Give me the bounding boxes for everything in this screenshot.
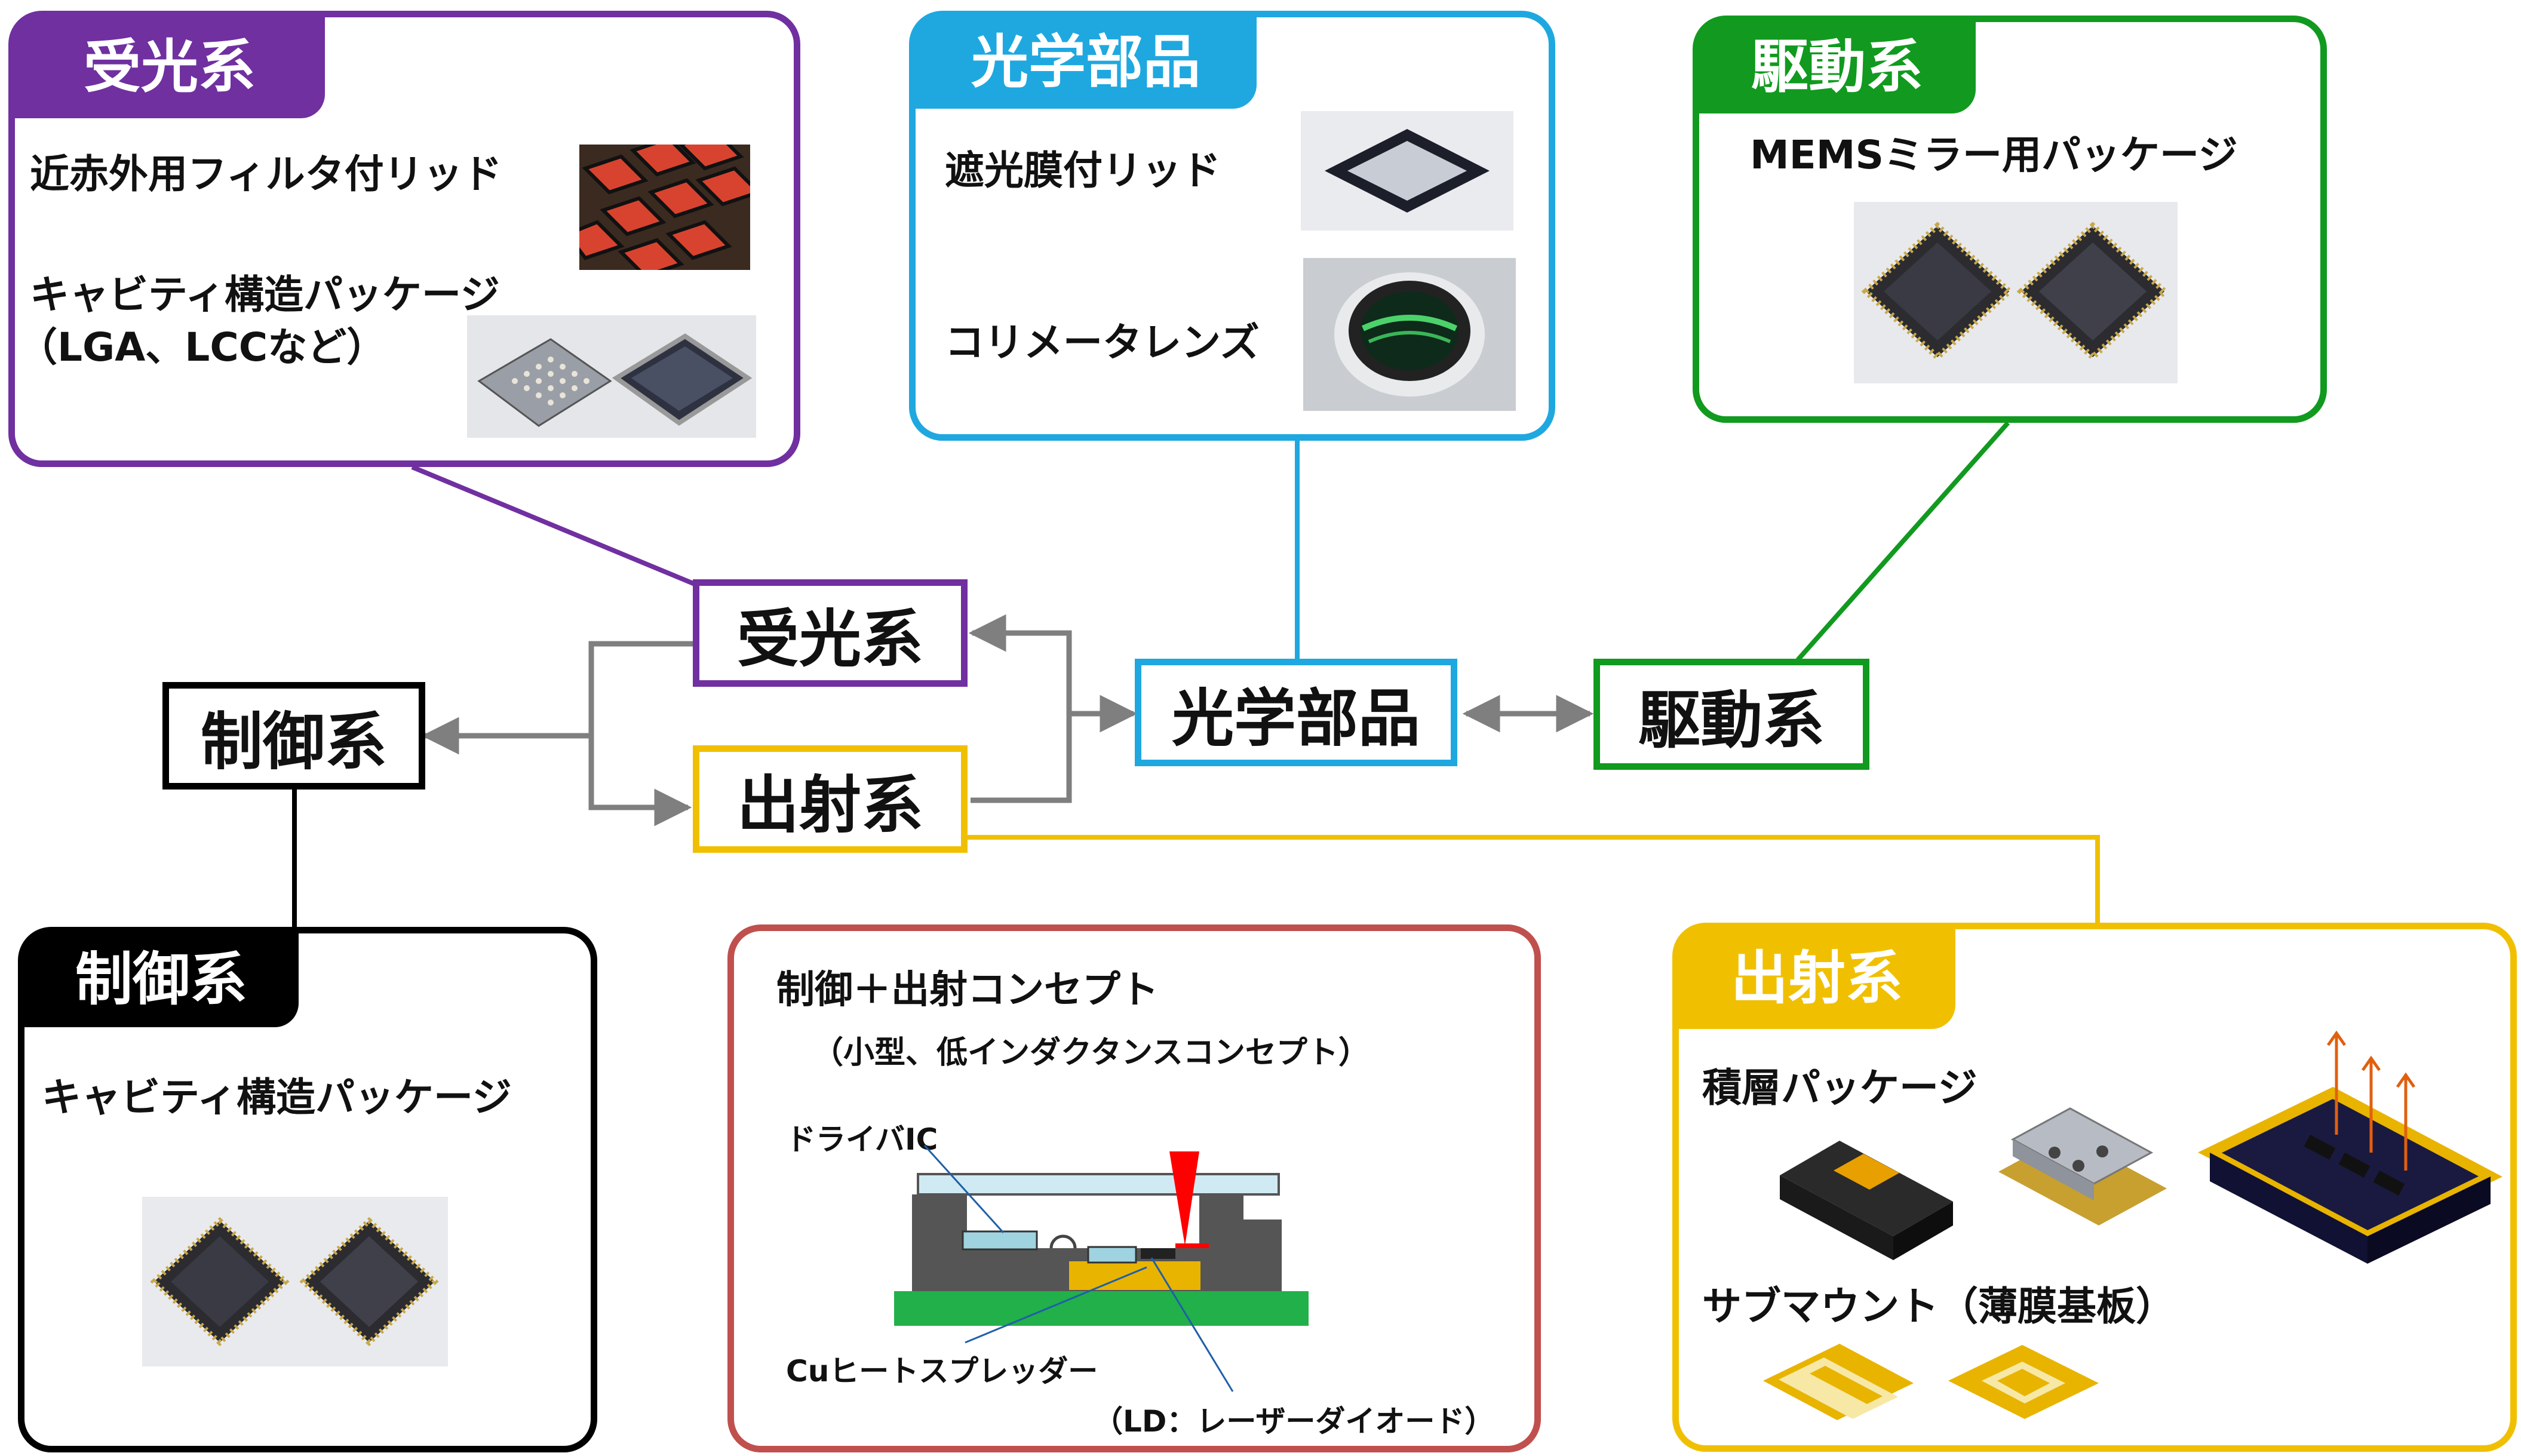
stacked-package-dark-image: [1780, 1141, 1953, 1260]
node-emit: 出射系: [693, 745, 968, 853]
node-receive: 受光系: [693, 579, 968, 687]
nir-filter-lid-image: [579, 145, 750, 270]
optics-item-shading-lid: 遮光膜付リッド: [945, 148, 1221, 193]
arrow-emit-to-optics: [971, 695, 1138, 803]
receive-item-cavity-package: キャビティ構造パッケージ: [30, 272, 500, 318]
node-control: 制御系: [162, 682, 425, 790]
stacked-package-metal-image: [1998, 1107, 2167, 1225]
arrow-to-emit: [588, 736, 692, 827]
cavity-package-lga-image: [467, 315, 756, 438]
emitter-package-arrows-image: [2198, 1030, 2502, 1264]
mems-package-image: [1854, 202, 2178, 383]
emit-item-stacked-package: 積層パッケージ: [1702, 1065, 1978, 1111]
drive-item-mems-package: MEMSミラー用パッケージ: [1750, 132, 2238, 178]
arrow-optics-to-receive: [968, 614, 1072, 714]
emit-item-submount: サブマウント（薄膜基板）: [1702, 1283, 2175, 1329]
concept-label-driver-ic: ドライバIC: [786, 1122, 938, 1157]
control-item-cavity-package: キャビティ構造パッケージ: [42, 1074, 512, 1120]
node-optics: 光学部品: [1135, 659, 1457, 766]
shading-lid-image: [1301, 111, 1513, 231]
panel-emit-title: 出射系: [1678, 927, 1955, 1029]
node-drive: 駆動系: [1593, 659, 1869, 770]
optics-item-collimator-lens: コリメータレンズ: [945, 320, 1260, 365]
receive-item-filter-lid: 近赤外用フィルタ付リッド: [30, 151, 502, 197]
collimator-lens-image: [1303, 258, 1516, 411]
concept-label-laser-diode: （LD：レーザーダイオード）: [1093, 1404, 1495, 1439]
leader-receive: [411, 465, 699, 588]
receive-item-cavity-sub: （LGA、LCCなど）: [18, 324, 386, 370]
concept-title: 制御＋出射コンセプト: [776, 968, 1159, 1012]
submount-image-2: [1948, 1345, 2099, 1419]
panel-drive-title: 駆動系: [1699, 20, 1976, 113]
control-cavity-package-image: [142, 1197, 448, 1366]
panel-receive-title: 受光系: [14, 16, 325, 118]
panel-optics-title: 光学部品: [915, 16, 1257, 109]
arrow-receive-to-control: [588, 641, 693, 736]
submount-image-1: [1763, 1344, 1914, 1420]
leader-drive: [1796, 421, 2010, 662]
panel-control-title: 制御系: [24, 932, 299, 1027]
leader-emit: [965, 835, 2100, 923]
concept-subtitle: （小型、低インダクタンスコンセプト）: [812, 1035, 1369, 1071]
concept-label-cu-heat-spreader: Cuヒートスプレッダー: [786, 1354, 1098, 1389]
